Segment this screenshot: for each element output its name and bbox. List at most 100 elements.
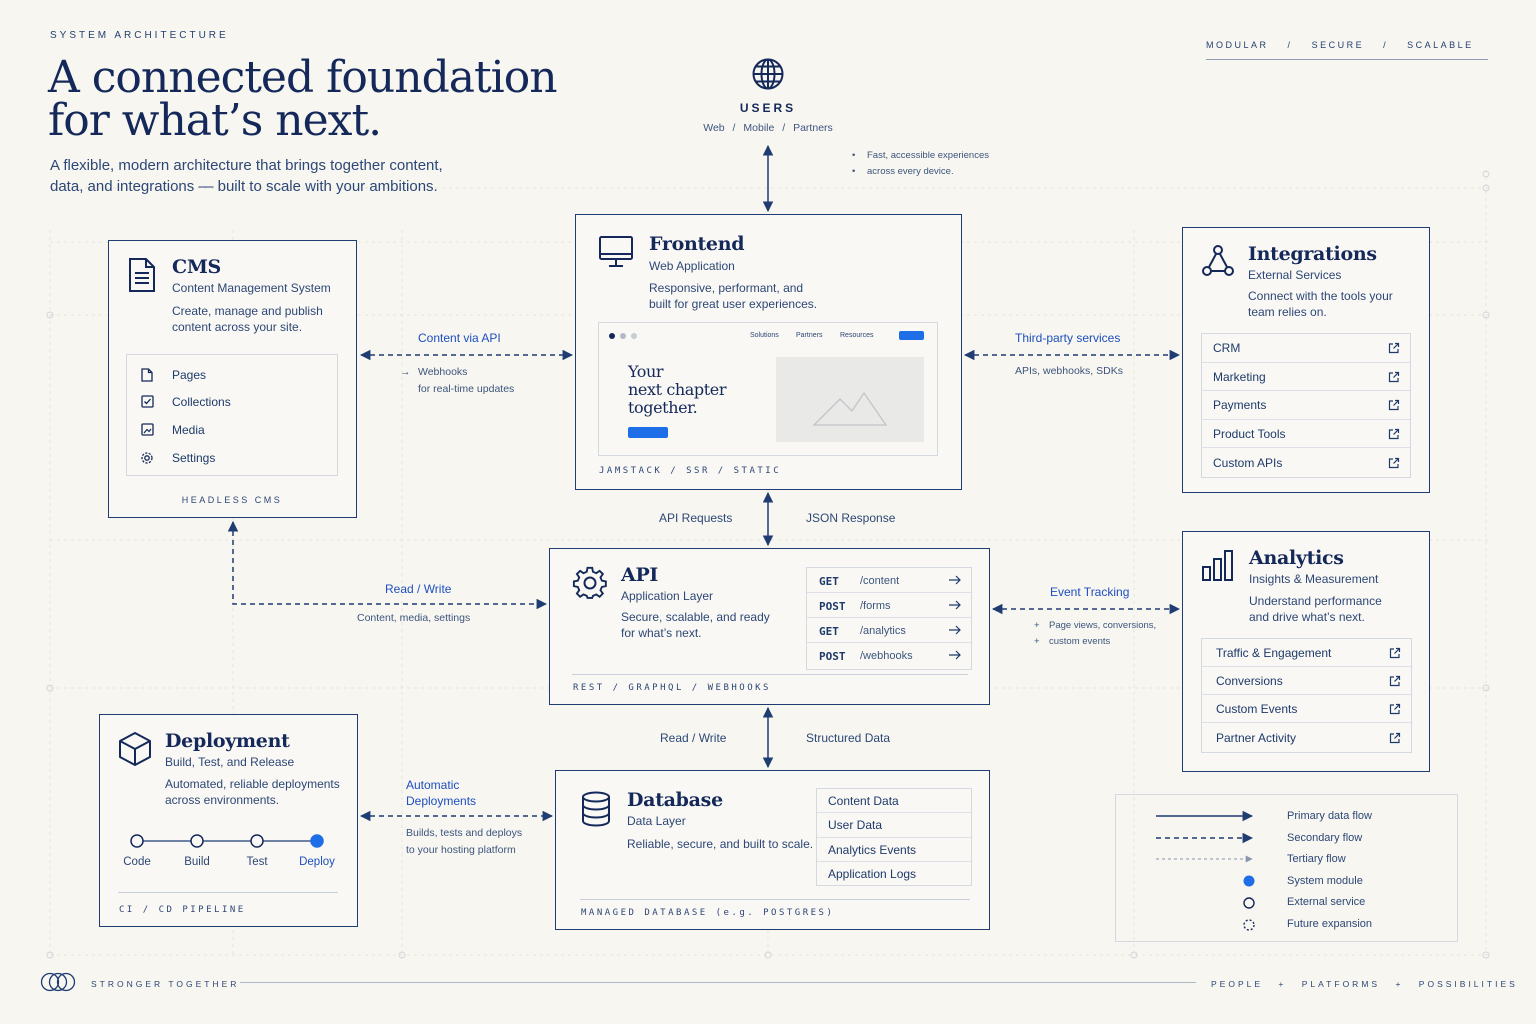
database-table-row[interactable]: Analytics Events: [817, 838, 971, 862]
arrow-right-icon: [949, 575, 961, 585]
integration-label: CRM: [1213, 341, 1241, 355]
cms-card[interactable]: CMS Content Management System Create, ma…: [108, 240, 357, 518]
integration-item-marketing[interactable]: Marketing: [1202, 363, 1410, 391]
deployment-subtitle: Build, Test, and Release: [165, 755, 295, 769]
database-table-row[interactable]: Application Logs: [817, 862, 971, 886]
analytics-desc-line-2: and drive what’s next.: [1249, 609, 1365, 624]
api-endpoint-row[interactable]: GET /content: [807, 568, 971, 593]
pipeline-stage-deploy: Deploy: [299, 856, 335, 868]
external-link-icon: [1388, 371, 1400, 382]
api-endpoints: GET /content POST /forms GET /analytics …: [806, 567, 972, 670]
website-mockup: Solutions Partners Resources Your next c…: [598, 322, 938, 456]
analytics-label: Custom Events: [1216, 701, 1298, 716]
auto-deploy-note-line-1: Builds, tests and deploys: [406, 827, 523, 839]
integration-item-custom-apis[interactable]: Custom APIs: [1202, 448, 1410, 477]
auto-deploy-line-2: Deployments: [406, 794, 477, 808]
api-endpoint-row[interactable]: POST /forms: [807, 593, 971, 618]
database-table-label: User Data: [828, 818, 883, 832]
integrations-subtitle: External Services: [1248, 268, 1342, 282]
channel-partners: Partners: [793, 122, 833, 134]
analytics-item-custom-events[interactable]: Custom Events: [1202, 695, 1411, 723]
analytics-title: Analytics: [1249, 547, 1344, 569]
users-note: •Fast, accessible experiences •across ev…: [852, 150, 989, 177]
cms-menu-label: Settings: [172, 451, 216, 465]
database-table-row[interactable]: User Data: [817, 813, 971, 838]
headline-line-1: A connected foundation: [48, 52, 558, 103]
mock-heading-line-2: next chapter: [628, 380, 727, 399]
auto-deploy-note-line-2: to your hosting platform: [406, 844, 516, 856]
database-subtitle: Data Layer: [627, 814, 686, 828]
users-title: USERS: [739, 101, 797, 115]
pipeline-stage-test: Test: [246, 856, 268, 868]
edge-label-automatic-deployments: Automatic Deployments: [406, 777, 476, 809]
footer-rule: [240, 982, 1196, 983]
mock-heading-line-1: Your: [628, 362, 664, 381]
cms-description: Create, manage and publish content acros…: [172, 304, 323, 335]
database-card[interactable]: Database Data Layer Reliable, secure, an…: [555, 770, 990, 930]
mock-nav-item: Partners: [796, 332, 823, 339]
channel-separator: /: [782, 122, 786, 134]
channel-mobile: Mobile: [743, 122, 775, 134]
top-right-tags: MODULAR / SECURE / SCALABLE: [1206, 40, 1486, 50]
cms-menu: Pages Collections Media Settings: [126, 354, 338, 476]
integration-item-payments[interactable]: Payments: [1202, 391, 1410, 420]
integrations-card[interactable]: Integrations External Services Connect w…: [1182, 227, 1430, 493]
lede-line-2: data, and integrations — built to scale …: [50, 178, 438, 195]
footer-tag-platforms: PLATFORMS: [1301, 979, 1381, 989]
footer-plus: +: [1278, 979, 1287, 989]
cms-desc-line-1: Create, manage and publish: [172, 304, 323, 318]
footer-plus: +: [1395, 979, 1404, 989]
arrow-right-icon: [949, 600, 961, 610]
endpoint-path: /webhooks: [860, 650, 913, 662]
window-dot-icon: [620, 333, 626, 339]
users-note-line-2: across every device.: [867, 166, 954, 177]
footer-tag-possibilities: POSSIBILITIES: [1418, 979, 1518, 989]
database-footer: MANAGED DATABASE (e.g. POSTGRES): [581, 908, 835, 918]
external-link-icon: [1389, 732, 1401, 743]
external-link-icon: [1388, 342, 1400, 354]
analytics-description: Understand performance and drive what’s …: [1249, 594, 1382, 625]
endpoint-method: GET: [819, 575, 839, 588]
users-channels: Web / Mobile / Partners: [690, 122, 846, 134]
analytics-card[interactable]: Analytics Insights & Measurement Underst…: [1182, 531, 1430, 772]
edge-label-api-requests: API Requests: [659, 511, 733, 525]
cms-menu-item-pages[interactable]: Pages: [127, 361, 337, 388]
analytics-label: Partner Activity: [1216, 730, 1297, 745]
api-subtitle: Application Layer: [621, 589, 714, 603]
pipeline-stage-build-node: [190, 834, 204, 848]
cms-api-link: [227, 520, 548, 610]
api-endpoint-row[interactable]: POST /webhooks: [807, 643, 971, 669]
cms-menu-item-settings[interactable]: Settings: [127, 444, 337, 472]
endpoint-method: GET: [819, 625, 839, 638]
edge-note-webhooks: →Webhooks for real-time updates: [400, 364, 514, 398]
legend-box: Primary data flow Secondary flow Tertiar…: [1115, 794, 1458, 942]
api-card[interactable]: API Application Layer Secure, scalable, …: [549, 548, 990, 705]
analytics-item-traffic[interactable]: Traffic & Engagement: [1202, 639, 1411, 667]
tag-scalable: SCALABLE: [1407, 40, 1474, 50]
deployment-card[interactable]: Deployment Build, Test, and Release Auto…: [99, 714, 358, 927]
analytics-item-conversions[interactable]: Conversions: [1202, 667, 1411, 695]
cms-footer: HEADLESS CMS: [181, 495, 283, 505]
analytics-item-partner-activity[interactable]: Partner Activity: [1202, 723, 1411, 752]
endpoint-method: POST: [819, 650, 846, 663]
integration-item-crm[interactable]: CRM: [1202, 334, 1410, 363]
mock-hero-image: [776, 357, 924, 442]
api-endpoint-row[interactable]: GET /analytics: [807, 618, 971, 643]
document-icon: [129, 258, 155, 292]
frontend-title: Frontend: [649, 233, 745, 255]
tags-underline: [1206, 59, 1488, 60]
event-note-line-2: custom events: [1049, 636, 1111, 647]
bar-chart-icon: [1202, 550, 1233, 581]
legend-swatches: [1156, 810, 1255, 931]
frontend-desc-line-2: built for great user experiences.: [649, 296, 818, 311]
external-link-icon: [1389, 675, 1401, 686]
event-note-line-1: Page views, conversions,: [1049, 620, 1157, 631]
legend-label-system-module: System module: [1287, 875, 1363, 887]
deployment-footer: CI / CD PIPELINE: [119, 905, 246, 915]
frontend-card[interactable]: Frontend Web Application Responsive, per…: [575, 214, 962, 490]
cms-menu-item-media[interactable]: Media: [127, 416, 337, 444]
integrations-list: CRM Marketing Payments Product Tools Cus…: [1201, 333, 1411, 478]
cms-menu-item-collections[interactable]: Collections: [127, 388, 337, 416]
integration-item-product-tools[interactable]: Product Tools: [1202, 420, 1410, 448]
database-table-row[interactable]: Content Data: [817, 789, 971, 813]
